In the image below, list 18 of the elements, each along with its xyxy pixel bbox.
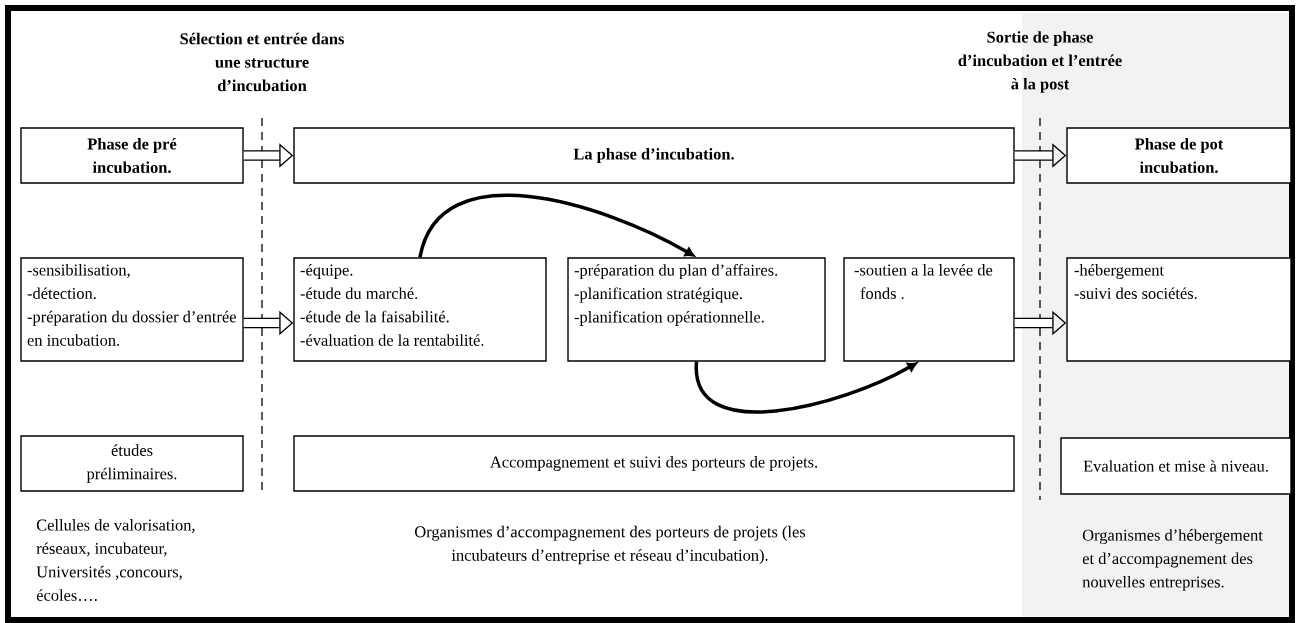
annotation-text: Sélection et entrée dans une structure d’incubation	[180, 32, 344, 92]
text-box: -équipe. -étude du marché. -étude de la faisabilité. -évaluation de la rentabilité.	[293, 257, 547, 362]
curved-arrow	[694, 361, 917, 414]
text-box: études préliminaires.	[20, 435, 244, 492]
text-box: -soutien a la levée de fonds .	[843, 257, 1015, 362]
annotation-text: Sortie de phase d’incubation et l’entrée à la post	[958, 31, 1122, 93]
text-box: -hébergement -suivi des sociétés.	[1066, 257, 1292, 362]
text-box: Accompagnement et suivi des porteurs de projets.	[293, 435, 1015, 492]
annotation-text: Organismes d’hébergement et d’accompagnement des nouvelles entreprises.	[1082, 529, 1263, 591]
text-box: -sensibilisation, -détection. -préparation du dossier d’entrée en incubation.	[20, 257, 244, 362]
text-box: La phase d’incubation.	[293, 127, 1015, 184]
annotation-text: Organismes d’accompagnement des porteurs de projets (les incubateurs d’entreprise et réseau d’incubation).	[415, 525, 806, 565]
text-box: Evaluation et mise à niveau.	[1060, 437, 1292, 495]
text-box: Phase de pré incubation.	[20, 127, 244, 184]
text-box: Phase de pot incubation.	[1066, 127, 1292, 184]
text-box: -préparation du plan d’affaires. -planification stratégique. -planification opérationnelle.	[567, 257, 826, 362]
curved-arrow	[418, 193, 695, 258]
annotation-text: Cellules de valorisation, réseaux, incubateur, Universités ,concours, écoles….	[36, 519, 195, 601]
